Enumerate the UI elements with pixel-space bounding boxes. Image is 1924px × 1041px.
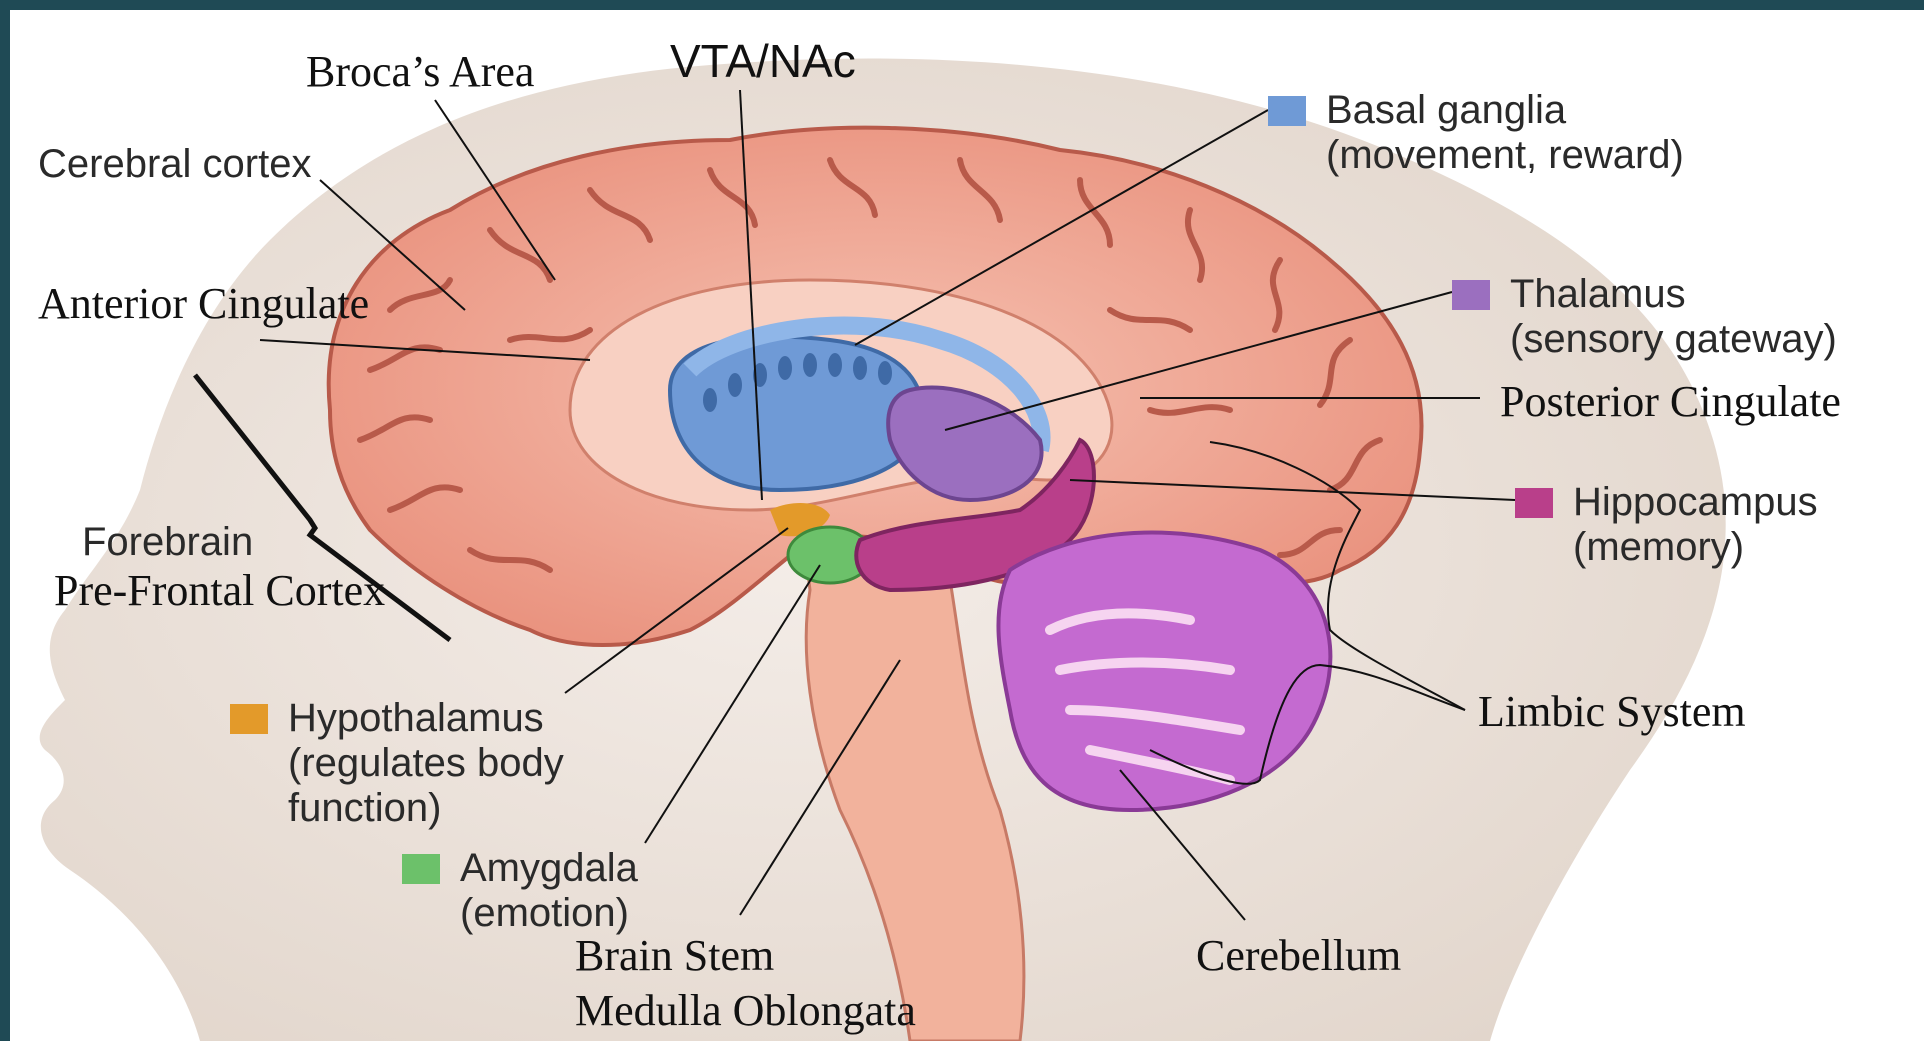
prefrontal-cortex-label: Pre-Frontal Cortex <box>54 565 385 618</box>
legend-amygdala: Amygdala (emotion) <box>402 846 638 936</box>
hypothalamus-desc-line1: (regulates body <box>288 741 564 786</box>
hippocampus-desc: (memory) <box>1573 525 1818 570</box>
slide: Broca’s Area VTA/NAc Cerebral cortex Ant… <box>10 10 1924 1041</box>
limbic-system-label: Limbic System <box>1478 686 1746 739</box>
basal-ganglia-desc: (movement, reward) <box>1326 133 1684 178</box>
vta-nac-label: VTA/NAc <box>670 34 856 89</box>
amygdala-swatch <box>402 854 440 884</box>
legend-basal-ganglia: Basal ganglia (movement, reward) <box>1268 88 1684 178</box>
hypothalamus-swatch <box>230 704 268 734</box>
legend-hippocampus: Hippocampus (memory) <box>1515 480 1818 570</box>
forebrain-label: Forebrain <box>82 518 253 566</box>
brocas-area-label: Broca’s Area <box>306 46 534 99</box>
basal-ganglia-name: Basal ganglia <box>1326 88 1684 133</box>
cerebellum-label: Cerebellum <box>1196 930 1401 983</box>
legend-thalamus: Thalamus (sensory gateway) <box>1452 272 1837 362</box>
medulla-oblongata-label: Medulla Oblongata <box>575 985 916 1038</box>
cerebral-cortex-label: Cerebral cortex <box>38 140 311 188</box>
thalamus-swatch <box>1452 280 1490 310</box>
amygdala-desc: (emotion) <box>460 891 638 936</box>
amygdala-name: Amygdala <box>460 846 638 891</box>
brain-stem-label: Brain Stem <box>575 930 774 983</box>
hippocampus-name: Hippocampus <box>1573 480 1818 525</box>
posterior-cingulate-label: Posterior Cingulate <box>1500 376 1841 429</box>
legend-hypothalamus: Hypothalamus (regulates body function) <box>230 696 564 832</box>
hippocampus-swatch <box>1515 488 1553 518</box>
hypothalamus-name: Hypothalamus <box>288 696 564 741</box>
thalamus-name: Thalamus <box>1510 272 1837 317</box>
thalamus-desc: (sensory gateway) <box>1510 317 1837 362</box>
anterior-cingulate-label: Anterior Cingulate <box>38 278 369 331</box>
basal-ganglia-swatch <box>1268 96 1306 126</box>
hypothalamus-desc-line2: function) <box>288 786 564 831</box>
